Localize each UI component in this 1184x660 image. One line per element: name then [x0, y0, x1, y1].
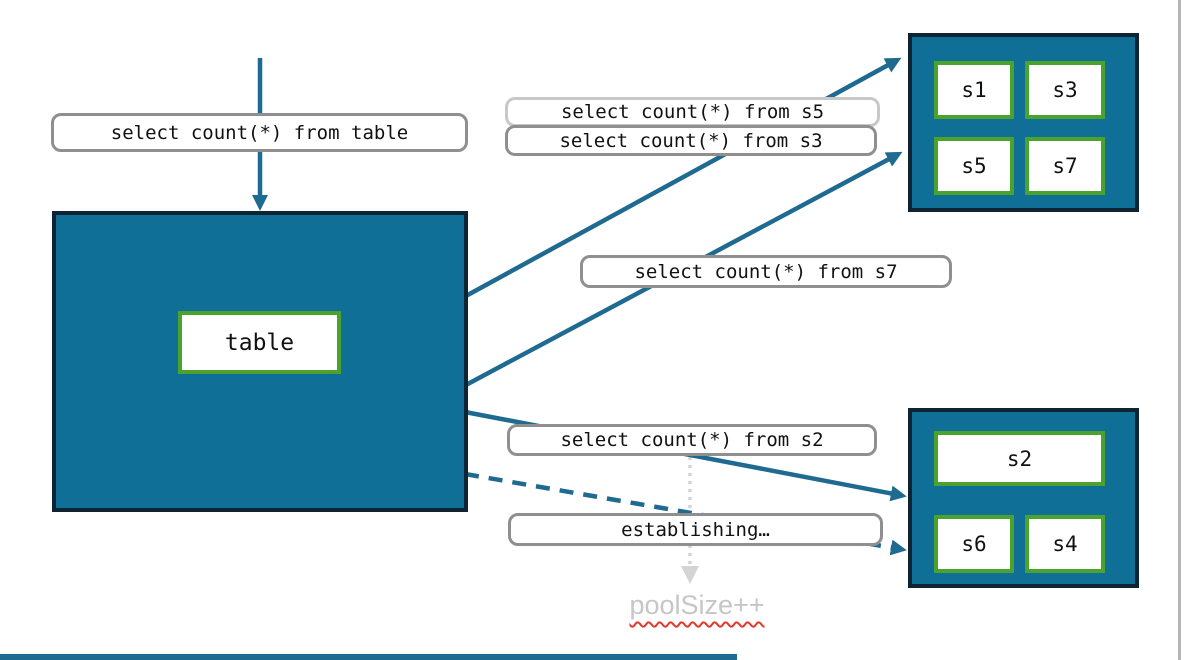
label-query-s7: select count(*) from s7 [580, 255, 952, 288]
shard-s4: s4 [1025, 515, 1105, 573]
label-establishing: establishing… [508, 513, 883, 546]
label-query-s5: select count(*) from s5 [505, 97, 880, 127]
slide-edge-line [1178, 0, 1181, 660]
label-query-table: select count(*) from table [51, 113, 468, 152]
shard-s2: s2 [934, 431, 1105, 486]
table-node: table [52, 211, 468, 512]
shard-s1: s1 [934, 61, 1014, 119]
table-node-label: table [224, 329, 295, 356]
shard-s2-label: s2 [1006, 446, 1033, 471]
shard-s5: s5 [934, 137, 1014, 195]
shard-s5-label: s5 [961, 154, 987, 178]
shard-s3: s3 [1025, 61, 1105, 119]
shard-group-top: s1 s3 s5 s7 [908, 33, 1139, 212]
bottom-accent-bar [0, 654, 737, 660]
shard-s7-label: s7 [1052, 154, 1078, 178]
label-query-s2: select count(*) from s2 [507, 424, 877, 456]
label-query-s3: select count(*) from s3 [505, 125, 877, 156]
shard-s7: s7 [1025, 137, 1105, 195]
shard-s6-label: s6 [961, 532, 987, 556]
shard-s3-label: s3 [1052, 78, 1078, 102]
table-node-label-box: table [178, 311, 341, 374]
shard-s6: s6 [934, 515, 1014, 573]
shard-group-bottom: s2 s6 s4 [908, 408, 1139, 588]
shard-s1-label: s1 [961, 78, 987, 102]
shard-s4-label: s4 [1052, 532, 1078, 556]
pool-size-annotation: poolSize++ [629, 590, 765, 620]
